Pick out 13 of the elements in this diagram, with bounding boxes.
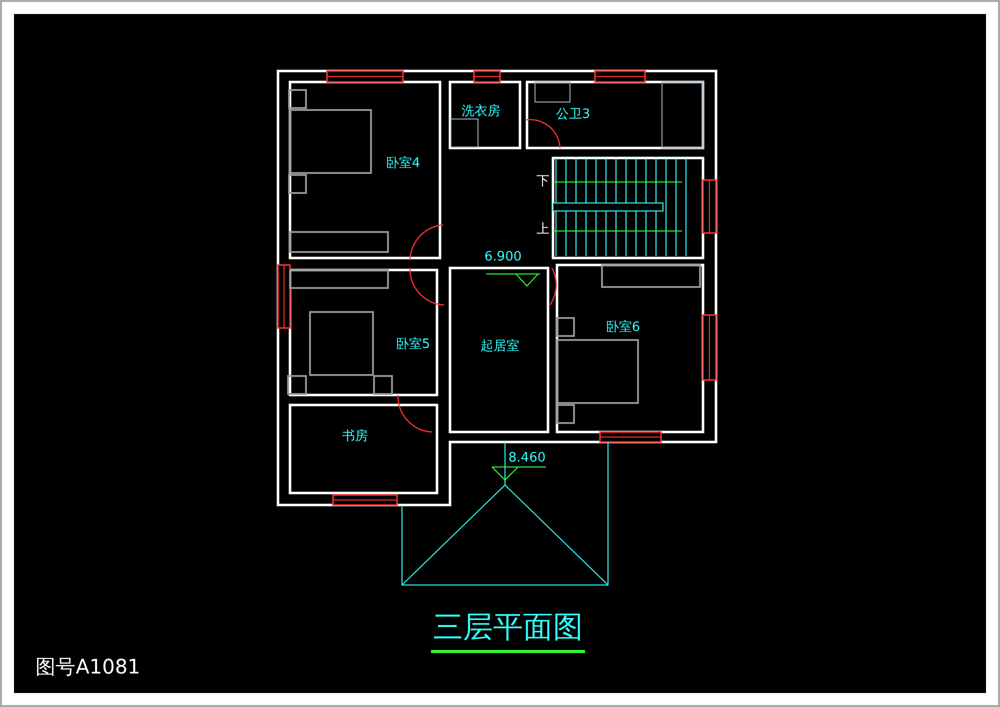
title: 三层平面图 — [431, 607, 585, 653]
room-label: 卧室5 — [396, 336, 430, 353]
room-label: 书房 — [342, 428, 368, 445]
stair-label: 上 — [536, 221, 550, 238]
elevation-label: 6.900 — [484, 250, 522, 264]
room-label: 起居室 — [480, 338, 520, 355]
stair-label: 下 — [536, 173, 550, 190]
drawing-number: 图号A1081 — [36, 654, 140, 680]
room-label: 洗衣房 — [462, 103, 500, 120]
room-label: 公卫3 — [556, 106, 590, 123]
elevation-label: 8.460 — [508, 450, 546, 466]
room-label: 卧室6 — [606, 319, 640, 336]
room-label: 卧室4 — [386, 155, 420, 172]
